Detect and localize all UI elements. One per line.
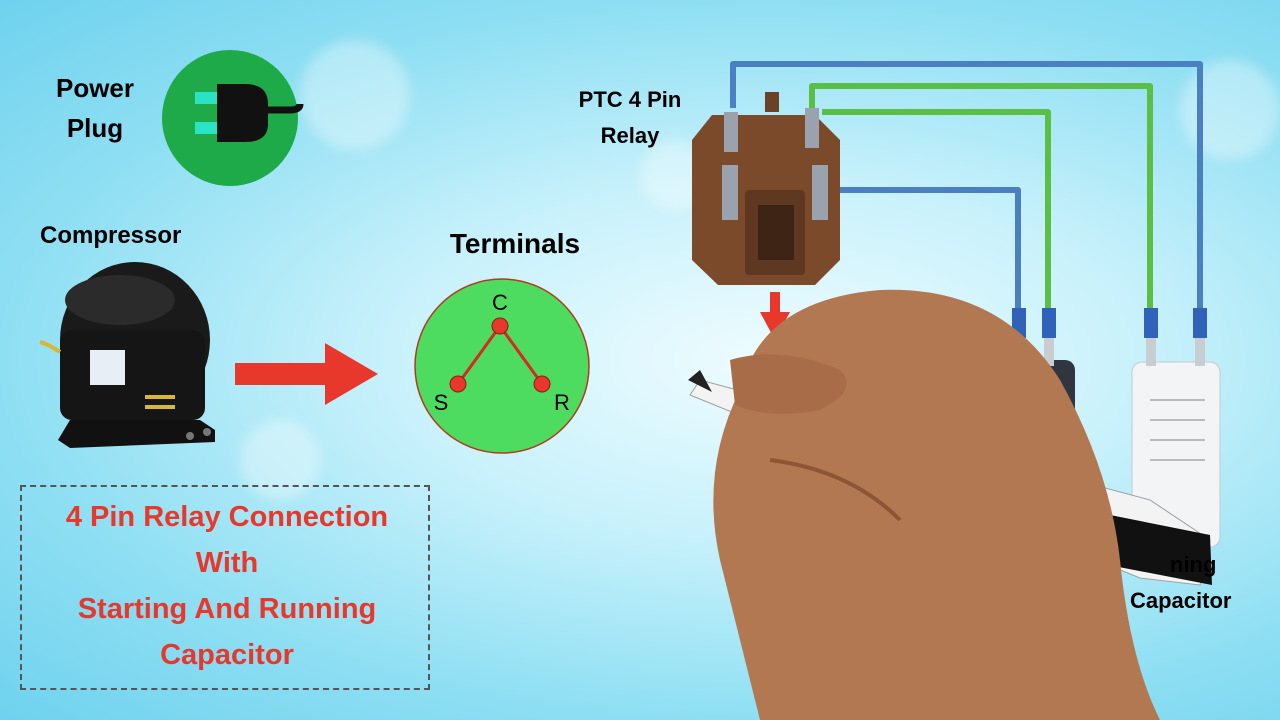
power-plug-icon [162,50,304,186]
power-plug-label: Power Plug [40,68,150,148]
compressor-label: Compressor [40,222,182,249]
arrow-right-icon [235,343,378,405]
arrow-down-icon [760,292,790,340]
terminals-title: Terminals [449,228,581,259]
background-bokeh [300,40,410,150]
terminal-c-label: C [492,290,508,315]
relay-label: PTC 4 Pin Relay [560,82,700,154]
wire-blue-inner [822,187,1021,320]
title-line-3: Starting And Running [77,593,377,625]
relay-label-line1: PTC 4 Pin [578,87,682,112]
compressor-icon [39,262,215,448]
terminal-c-dot [491,317,509,335]
terminals-diagram: C S R [414,278,590,454]
wire-green-outer [809,83,1153,320]
terminal-s-dot [449,375,467,393]
terminal-s-label: S [434,390,449,415]
running-capacitor-label-line1: ning [1170,552,1217,577]
title-line-2: With [195,547,259,579]
wire-blue-outer [730,61,1203,320]
running-capacitor-label-line2: Capacitor [1130,588,1232,613]
title-box: 4 Pin Relay Connection With Starting And… [20,485,430,690]
terminal-r-label: R [554,390,570,415]
wire-green-inner [822,109,1051,320]
relay-label-line2: Relay [600,123,660,148]
power-plug-label-line2: Plug [66,113,124,143]
title-line-1: 4 Pin Relay Connection [65,501,389,533]
title-line-4: Capacitor [160,639,294,671]
background-bokeh [1180,60,1280,160]
hand-with-marker-image [688,289,1212,720]
power-plug-label-line1: Power [55,73,135,103]
terminal-r-dot [533,375,551,393]
ptc-relay-icon [692,92,840,285]
